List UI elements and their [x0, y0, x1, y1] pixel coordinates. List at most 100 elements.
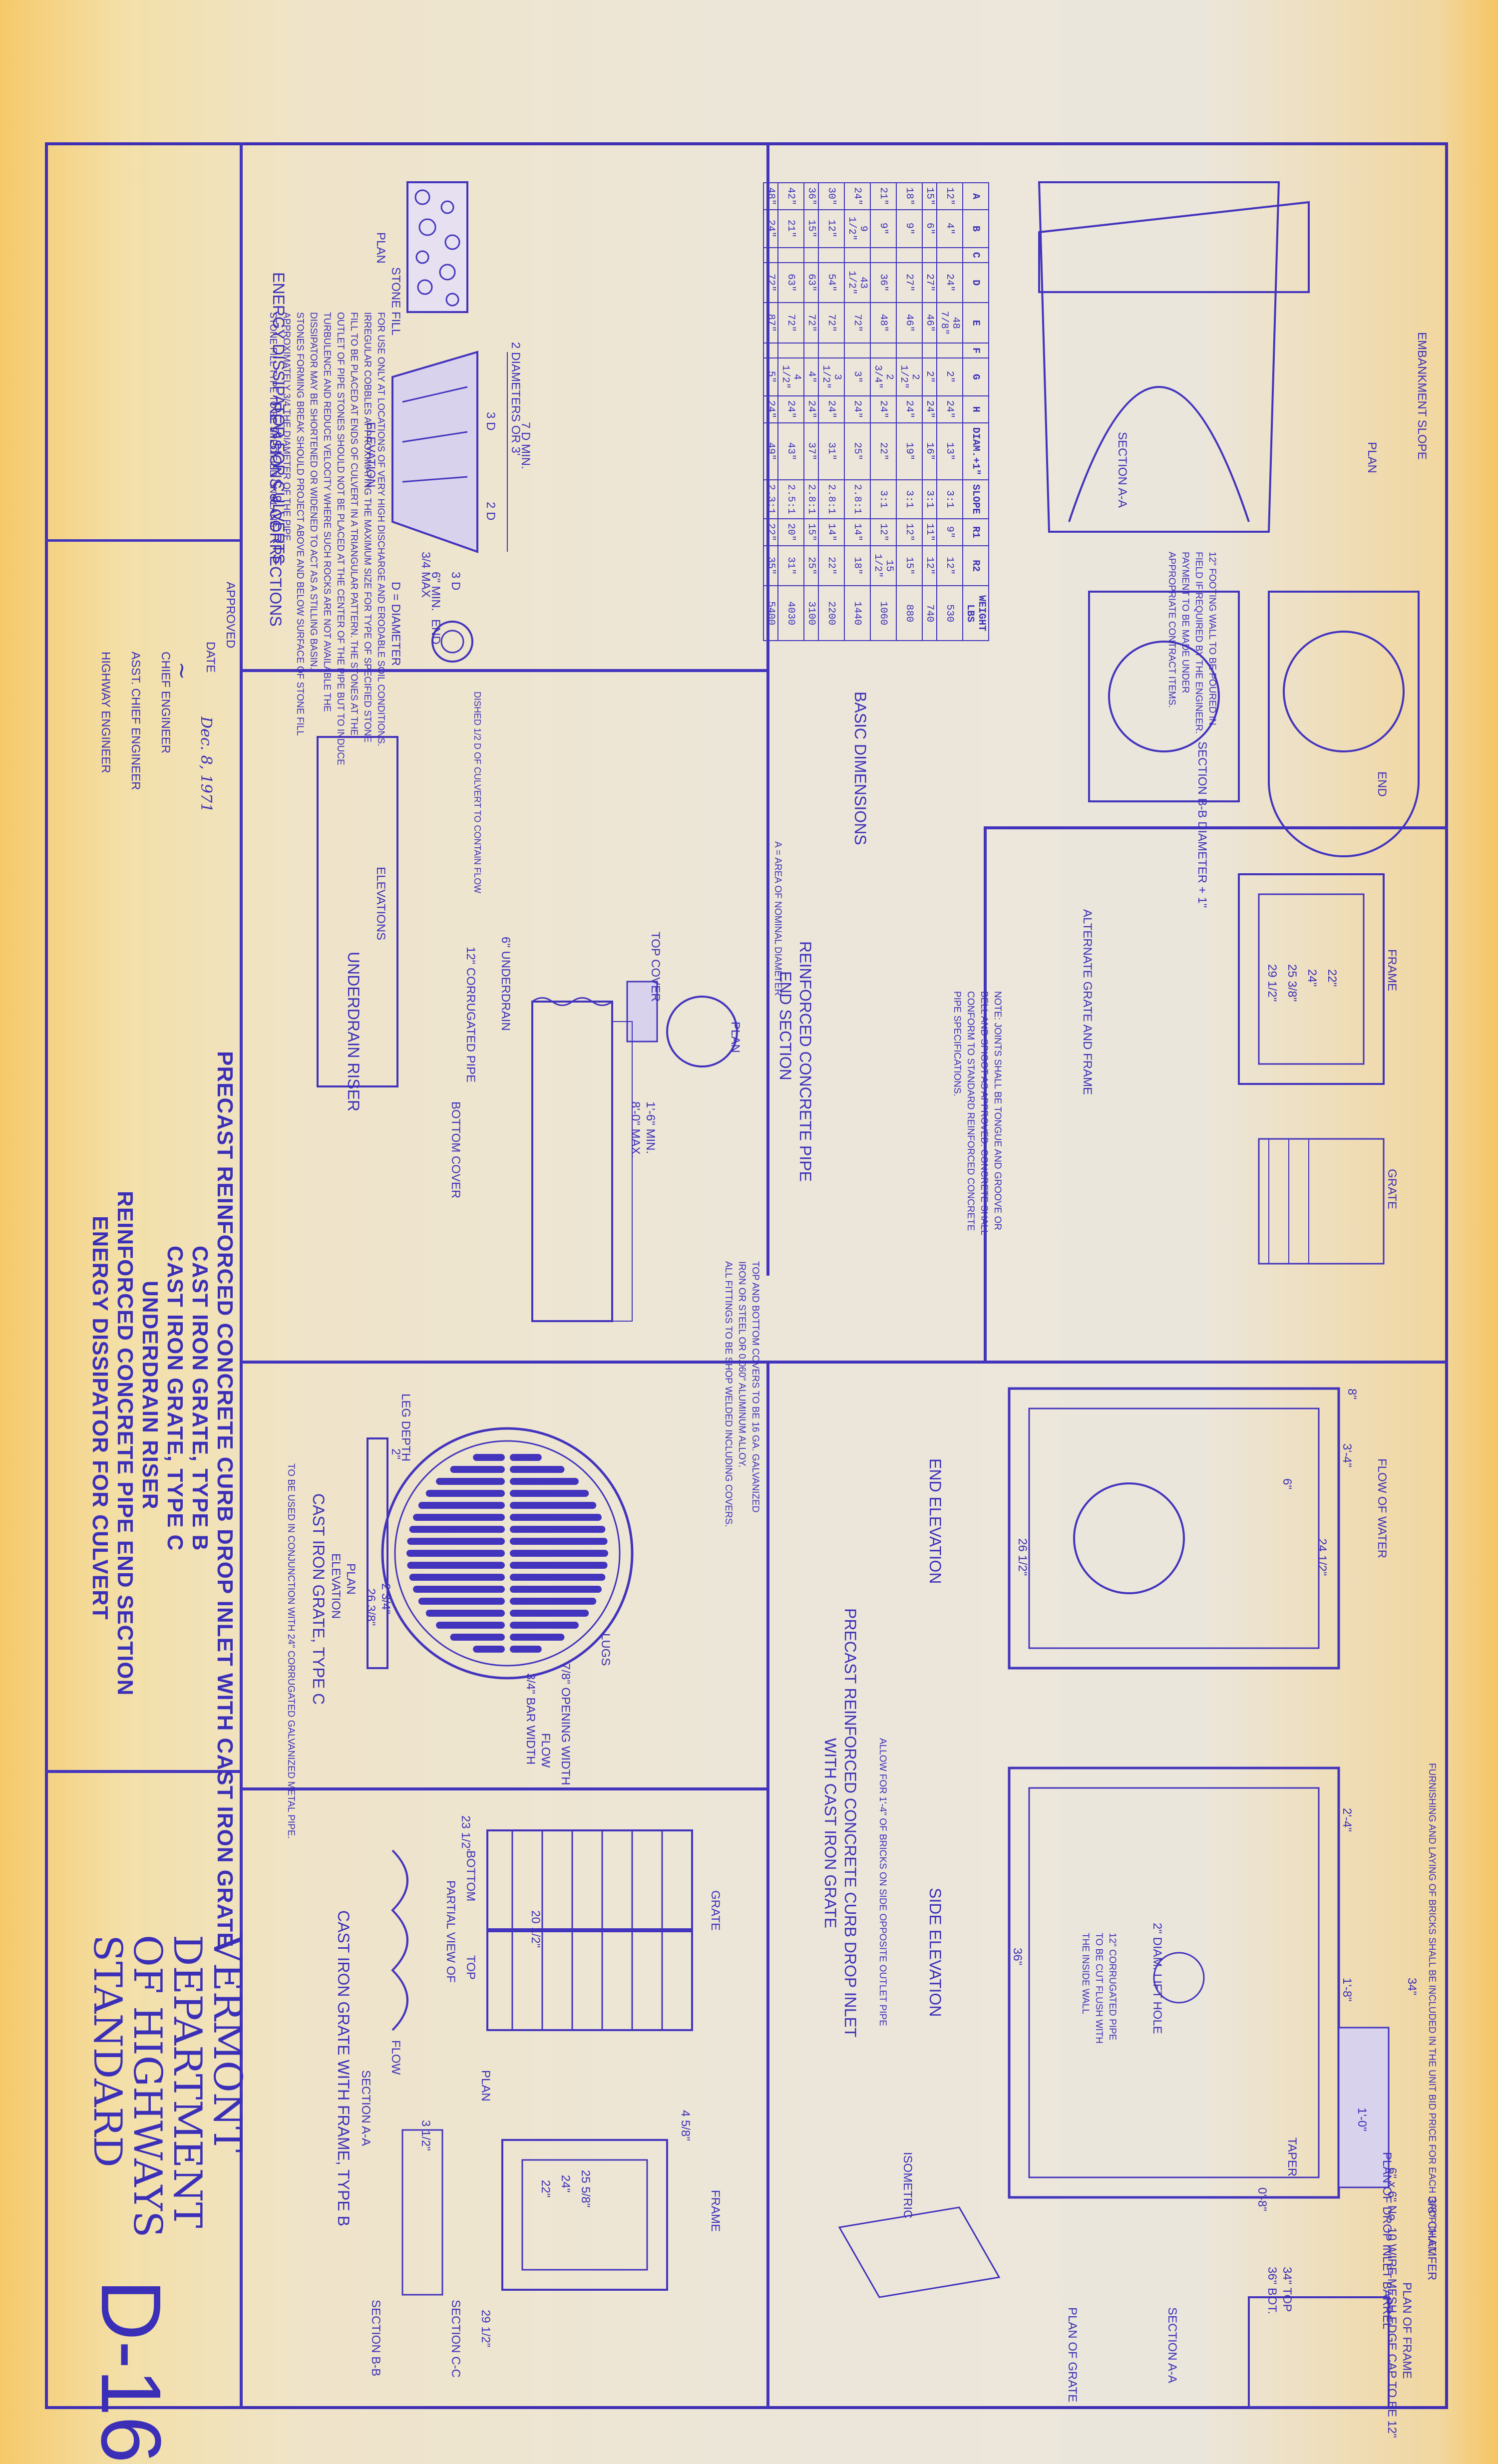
table-cell: 22": [763, 518, 778, 546]
ed-stone-fill-label: STONE FILL: [389, 267, 402, 336]
table-cell: 9": [870, 210, 896, 248]
table-cell: 25": [844, 422, 870, 480]
cdi-isometric: ISOMETRIC: [901, 2152, 914, 2219]
table-cell: 3": [844, 358, 870, 396]
cdi-frame-dim-4: 29 1/2": [1265, 964, 1279, 1002]
table-cell: 42": [778, 183, 804, 210]
ed-end-label: END: [429, 619, 442, 645]
table-header-cell: C: [963, 247, 989, 263]
ud-underdrain: 6" UNDERDRAIN: [499, 937, 512, 1031]
table-cell: 15": [804, 210, 818, 248]
grate-c-lugs: LUGS: [599, 1633, 612, 1666]
table-cell: 11": [922, 518, 937, 546]
table-cell: 740: [922, 586, 937, 641]
ed-dim-3: 2 D: [484, 502, 497, 521]
cdi-barrel-dim-2: 36" BOT.: [1265, 2267, 1279, 2315]
pes-section-bb: SECTION B-B: [1195, 741, 1209, 818]
table-cell: 72": [778, 303, 804, 343]
ud-length-min: 1'-6" MIN.: [644, 1101, 657, 1154]
table-cell: [870, 343, 896, 358]
table-cell: 15 1/2": [870, 545, 896, 586]
table-cell: 24": [937, 395, 963, 423]
table-cell: 43": [778, 422, 804, 480]
table-cell: [922, 247, 937, 263]
cdi-frame-dim-2: 24": [1305, 969, 1319, 987]
table-cell: 12": [937, 183, 963, 210]
cdi-dim-2: 2'-4": [1340, 1808, 1354, 1832]
pes-end-label: END: [1375, 771, 1389, 797]
cdi-brick-note: FURNISHING AND LAYING OF BRICKS SHALL BE…: [1427, 1763, 1437, 2254]
grate-c-plan: PLAN: [344, 1563, 358, 1595]
table-cell: 12": [818, 210, 844, 248]
cdi-title: PRECAST REINFORCED CONCRETE CURB DROP IN…: [841, 1608, 859, 2038]
divider-row1: [243, 669, 767, 672]
table-cell: 5": [763, 358, 778, 396]
pes-plan-label: PLAN: [1365, 442, 1379, 473]
table-cell: [844, 343, 870, 358]
table-cell: 3:1: [870, 479, 896, 519]
table-cell: 4": [937, 210, 963, 248]
table-cell: 24": [804, 395, 818, 423]
table-cell: 54": [818, 262, 844, 303]
table-cell: 9": [937, 518, 963, 546]
table-cell: 2.8:1: [818, 479, 844, 519]
grate-type-b-panel: CAST IRON GRATE WITH FRAME, TYPE B GRATE…: [243, 1790, 767, 2409]
title-block: REVISIONS & CORRECTIONS APPROVED DATE De…: [45, 142, 285, 2463]
divider-title-row: [45, 539, 243, 542]
table-cell: 24": [896, 395, 922, 423]
table-cell: 35": [763, 545, 778, 586]
title-line-1: PRECAST REINFORCED CONCRETE CURB DROP IN…: [213, 1051, 237, 1948]
cdi-frame-dim-1: 22": [1325, 969, 1339, 987]
grate-b-section-bb: SECTION B-B: [369, 2300, 382, 2377]
table-cell: 24": [937, 262, 963, 303]
underdrain-riser-drawing: [317, 736, 738, 1322]
energy-dissipator-panel: ENERGY DISSIPATOR FOR CULVERTS PLAN ELEV…: [243, 142, 767, 893]
ed-diameter-label: D = DIAMETER: [389, 582, 402, 666]
table-cell: 15": [922, 183, 937, 210]
table-header-cell: E: [963, 303, 989, 343]
grate-c-opening: 7/8" OPENING WIDTH: [559, 1663, 572, 1785]
table-cell: [818, 343, 844, 358]
title-line-2: CAST IRON GRATE, TYPE B: [188, 1246, 212, 1551]
divider-right-mid: [984, 826, 1448, 829]
ed-dim-4: 3 D: [449, 572, 462, 591]
energy-dissipator-drawing: [391, 181, 508, 663]
table-cell: 46": [896, 303, 922, 343]
table-cell: [870, 247, 896, 263]
cdi-dim-1: 3'-4": [1340, 1443, 1354, 1467]
highway-engineer-label: HIGHWAY ENGINEER: [99, 652, 112, 773]
grate-b-dim-2: 29 1/2": [479, 2310, 492, 2348]
grate-b-dim-7: 4 5/8": [679, 2110, 692, 2141]
table-cell: 37": [804, 422, 818, 480]
table-cell: [937, 343, 963, 358]
table-cell: 1060: [870, 586, 896, 641]
grate-b-dim-1: 23 1/2": [459, 1815, 472, 1853]
grate-b-dim-8: 3 1/2": [419, 2120, 432, 2151]
table-cell: 2 3/4": [870, 358, 896, 396]
title-line-6: ENERGY DISSIPATOR FOR CULVERT: [88, 1216, 112, 1620]
cdi-subtitle: WITH CAST IRON GRATE: [821, 1738, 839, 1929]
ud-length-max: 8'-0" MAX.: [629, 1101, 642, 1158]
table-cell: [896, 343, 922, 358]
ud-plan: PLAN: [729, 1022, 742, 1053]
table-cell: 3:1: [937, 479, 963, 519]
ud-title: UNDERDRAIN RISER: [345, 952, 363, 1112]
table-cell: 2.8:1: [804, 479, 818, 519]
agency-line-2: DEPARTMENT: [165, 1935, 210, 2228]
ed-note: STONE FILL TYPE TO BE SPECIFIED ON PLANS…: [268, 312, 278, 530]
table-cell: 15": [804, 518, 818, 546]
table-cell: 87": [763, 303, 778, 343]
cdi-dim-9: 8": [1345, 1389, 1359, 1400]
table-cell: 4030: [778, 586, 804, 641]
table-cell: 48": [870, 303, 896, 343]
table-cell: 24": [844, 395, 870, 423]
grate-b-flow: FLOW: [389, 2040, 402, 2075]
cdi-frame-dim-3: 25 3/8": [1285, 964, 1299, 1002]
cdi-allow-note: ALLOW FOR 1'-4" OF BRICKS ON SIDE OPPOSI…: [877, 1738, 888, 2026]
